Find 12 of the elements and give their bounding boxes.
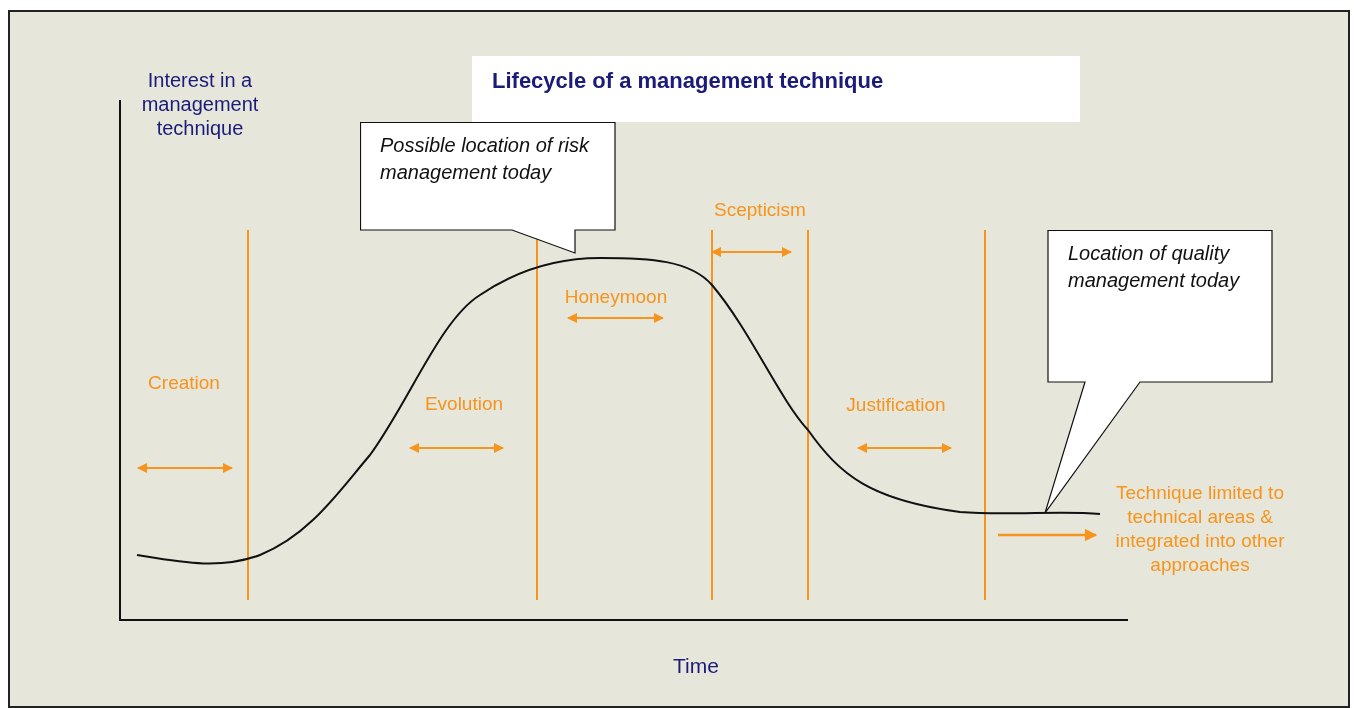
phase-label: Honeymoon	[563, 285, 669, 309]
axis-label: Interest in a management technique	[140, 68, 260, 140]
callout-text: Location of quality management today	[1068, 241, 1241, 293]
axis-label: Time	[672, 654, 720, 678]
phase-label: Scepticism	[713, 198, 807, 222]
callout-text: Possible location of risk management today	[380, 133, 591, 185]
phase-label: Creation	[147, 371, 221, 395]
phase-label: Evolution	[423, 392, 505, 416]
callout-bubble	[360, 122, 616, 254]
outcome-note: Technique limited to technical areas & integrated into other approaches	[1114, 481, 1286, 577]
title-banner: Lifecycle of a management technique	[472, 56, 1080, 122]
phase-label: Justification	[845, 393, 947, 417]
